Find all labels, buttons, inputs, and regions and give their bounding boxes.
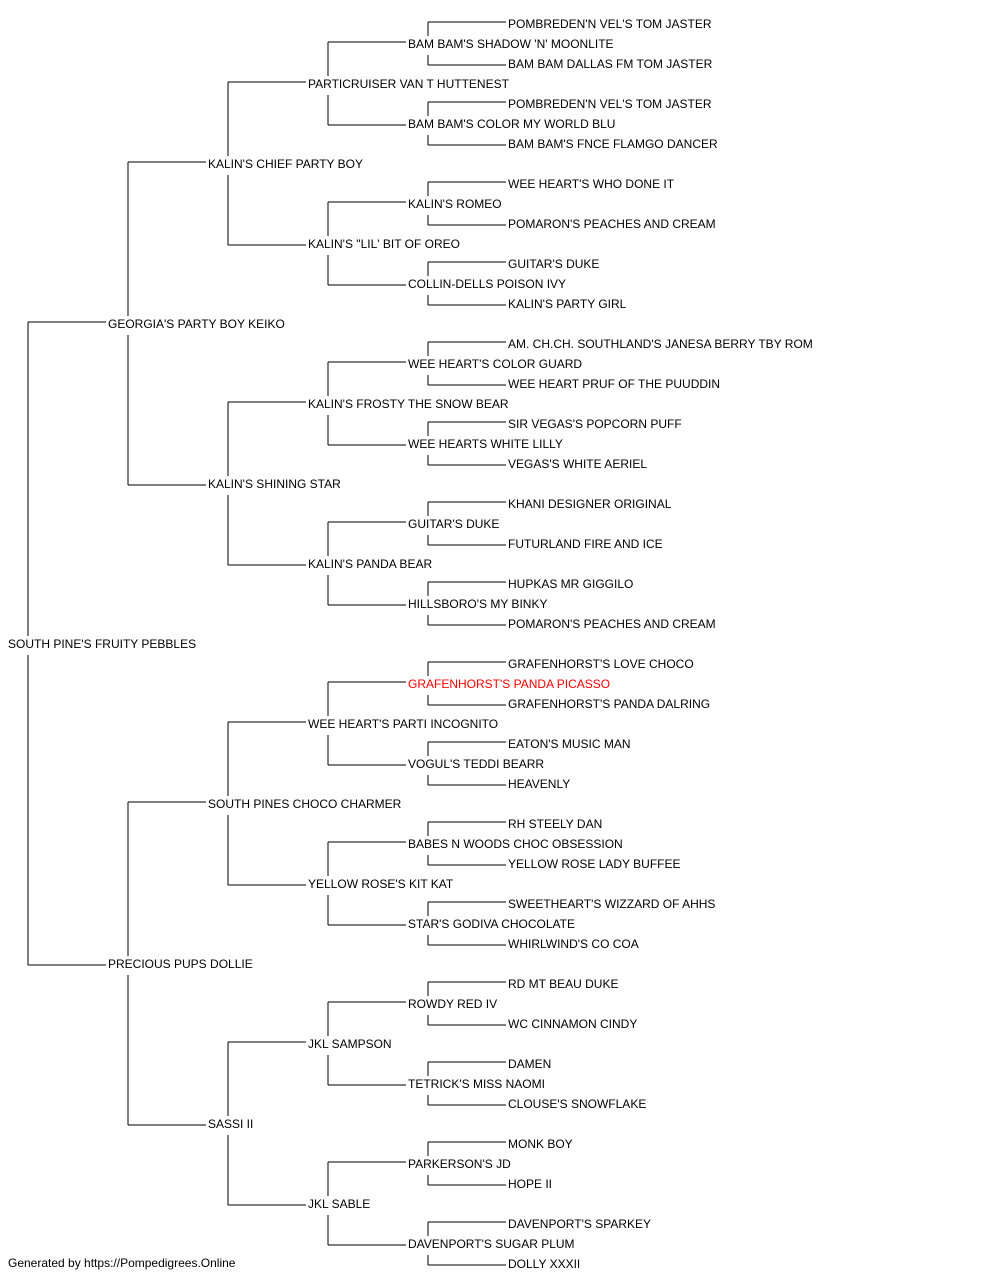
ancestor-name-gen5-31: DOLLY XXXII — [508, 1257, 580, 1271]
ancestor-name-gen5-9: WEE HEART PRUF OF THE PUUDDIN — [508, 377, 720, 391]
ancestor-name-gen3-7: JKL SABLE — [308, 1197, 370, 1211]
ancestor-name-gen4-9: VOGUL'S TEDDI BEARR — [408, 757, 544, 771]
ancestor-name-gen3-3: KALIN'S PANDA BEAR — [308, 557, 432, 571]
ancestor-name-gen5-29: HOPE II — [508, 1177, 552, 1191]
ancestor-name-gen4-6: GUITAR'S DUKE — [408, 517, 499, 531]
ancestor-name-gen5-16: GRAFENHORST'S LOVE CHOCO — [508, 657, 694, 671]
ancestor-name-gen5-14: HUPKAS MR GIGGILO — [508, 577, 633, 591]
ancestor-name-gen4-13: TETRICK'S MISS NAOMI — [408, 1077, 545, 1091]
ancestor-name-gen4-3: COLLIN-DELLS POISON IVY — [408, 277, 566, 291]
ancestor-name-gen5-13: FUTURLAND FIRE AND ICE — [508, 537, 663, 551]
ancestor-name-gen3-6: JKL SAMPSON — [308, 1037, 392, 1051]
generated-by-footer: Generated by https://Pompedigrees.Online — [8, 1256, 236, 1270]
ancestor-name-gen5-0: POMBREDEN'N VEL'S TOM JASTER — [508, 17, 712, 31]
ancestor-name-gen5-8: AM. CH.CH. SOUTHLAND'S JANESA BERRY TBY … — [508, 337, 813, 351]
ancestor-name-gen5-21: YELLOW ROSE LADY BUFFEE — [508, 857, 681, 871]
ancestor-name-gen2-0: KALIN'S CHIEF PARTY BOY — [208, 157, 363, 171]
ancestor-name-gen2-3: SASSI II — [208, 1117, 253, 1131]
ancestor-name-gen5-26: DAMEN — [508, 1057, 551, 1071]
pedigree-connector-lines — [27, 21, 506, 1266]
ancestor-name-gen2-2: SOUTH PINES CHOCO CHARMER — [208, 797, 402, 811]
ancestor-name-gen4-0: BAM BAM'S SHADOW 'N' MOONLITE — [408, 37, 614, 51]
ancestor-name-gen5-23: WHIRLWIND'S CO COA — [508, 937, 639, 951]
ancestor-name-gen5-28: MONK BOY — [508, 1137, 573, 1151]
ancestor-name-gen5-2: POMBREDEN'N VEL'S TOM JASTER — [508, 97, 712, 111]
ancestor-name-gen5-22: SWEETHEART'S WIZZARD OF AHHS — [508, 897, 715, 911]
ancestor-name-gen3-2: KALIN'S FROSTY THE SNOW BEAR — [308, 397, 509, 411]
ancestor-name-gen4-7: HILLSBORO'S MY BINKY — [408, 597, 547, 611]
ancestor-name-gen5-30: DAVENPORT'S SPARKEY — [508, 1217, 651, 1231]
ancestor-name-gen5-11: VEGAS'S WHITE AERIEL — [508, 457, 647, 471]
ancestor-name-gen5-12: KHANI DESIGNER ORIGINAL — [508, 497, 672, 511]
pedigree-labels: SOUTH PINE'S FRUITY PEBBLES GEORGIA'S PAR… — [8, 17, 813, 1271]
ancestor-name-gen3-5: YELLOW ROSE'S KIT KAT — [308, 877, 454, 891]
ancestor-name-gen1-1: PRECIOUS PUPS DOLLIE — [108, 957, 253, 971]
ancestor-name-gen5-10: SIR VEGAS'S POPCORN PUFF — [508, 417, 682, 431]
ancestor-name-gen4-12: ROWDY RED IV — [408, 997, 497, 1011]
ancestor-name-gen5-19: HEAVENLY — [508, 777, 570, 791]
ancestor-name-gen5-5: POMARON'S PEACHES AND CREAM — [508, 217, 716, 231]
ancestor-name-gen5-24: RD MT BEAU DUKE — [508, 977, 618, 991]
ancestor-name-gen5-25: WC CINNAMON CINDY — [508, 1017, 637, 1031]
ancestor-name-gen4-1: BAM BAM'S COLOR MY WORLD BLU — [408, 117, 615, 131]
subject-dog-name: SOUTH PINE'S FRUITY PEBBLES — [8, 637, 196, 651]
ancestor-name-gen5-7: KALIN'S PARTY GIRL — [508, 297, 627, 311]
ancestor-name-gen4-4: WEE HEART'S COLOR GUARD — [408, 357, 582, 371]
ancestor-name-gen5-18: EATON'S MUSIC MAN — [508, 737, 631, 751]
ancestor-name-gen4-11: STAR'S GODIVA CHOCOLATE — [408, 917, 575, 931]
ancestor-name-gen4-10: BABES N WOODS CHOC OBSESSION — [408, 837, 623, 851]
ancestor-name-gen4-2: KALIN'S ROMEO — [408, 197, 502, 211]
ancestor-name-gen3-1: KALIN'S "LIL' BIT OF OREO — [308, 237, 460, 251]
ancestor-name-gen5-6: GUITAR'S DUKE — [508, 257, 599, 271]
ancestor-name-gen5-3: BAM BAM'S FNCE FLAMGO DANCER — [508, 137, 718, 151]
ancestor-name-gen4-8: GRAFENHORST'S PANDA PICASSO — [408, 677, 610, 691]
ancestor-name-gen4-14: PARKERSON'S JD — [408, 1157, 511, 1171]
ancestor-name-gen5-20: RH STEELY DAN — [508, 817, 602, 831]
ancestor-name-gen5-17: GRAFENHORST'S PANDA DALRING — [508, 697, 710, 711]
ancestor-name-gen4-5: WEE HEARTS WHITE LILLY — [408, 437, 563, 451]
ancestor-name-gen3-4: WEE HEART'S PARTI INCOGNITO — [308, 717, 498, 731]
ancestor-name-gen1-0: GEORGIA'S PARTY BOY KEIKO — [108, 317, 285, 331]
ancestor-name-gen5-15: POMARON'S PEACHES AND CREAM — [508, 617, 716, 631]
ancestor-name-gen3-0: PARTICRUISER VAN T HUTTENEST — [308, 77, 510, 91]
ancestor-name-gen2-1: KALIN'S SHINING STAR — [208, 477, 341, 491]
ancestor-name-gen5-1: BAM BAM DALLAS FM TOM JASTER — [508, 57, 713, 71]
ancestor-name-gen5-27: CLOUSE'S SNOWFLAKE — [508, 1097, 646, 1111]
ancestor-name-gen5-4: WEE HEART'S WHO DONE IT — [508, 177, 675, 191]
ancestor-name-gen4-15: DAVENPORT'S SUGAR PLUM — [408, 1237, 575, 1251]
